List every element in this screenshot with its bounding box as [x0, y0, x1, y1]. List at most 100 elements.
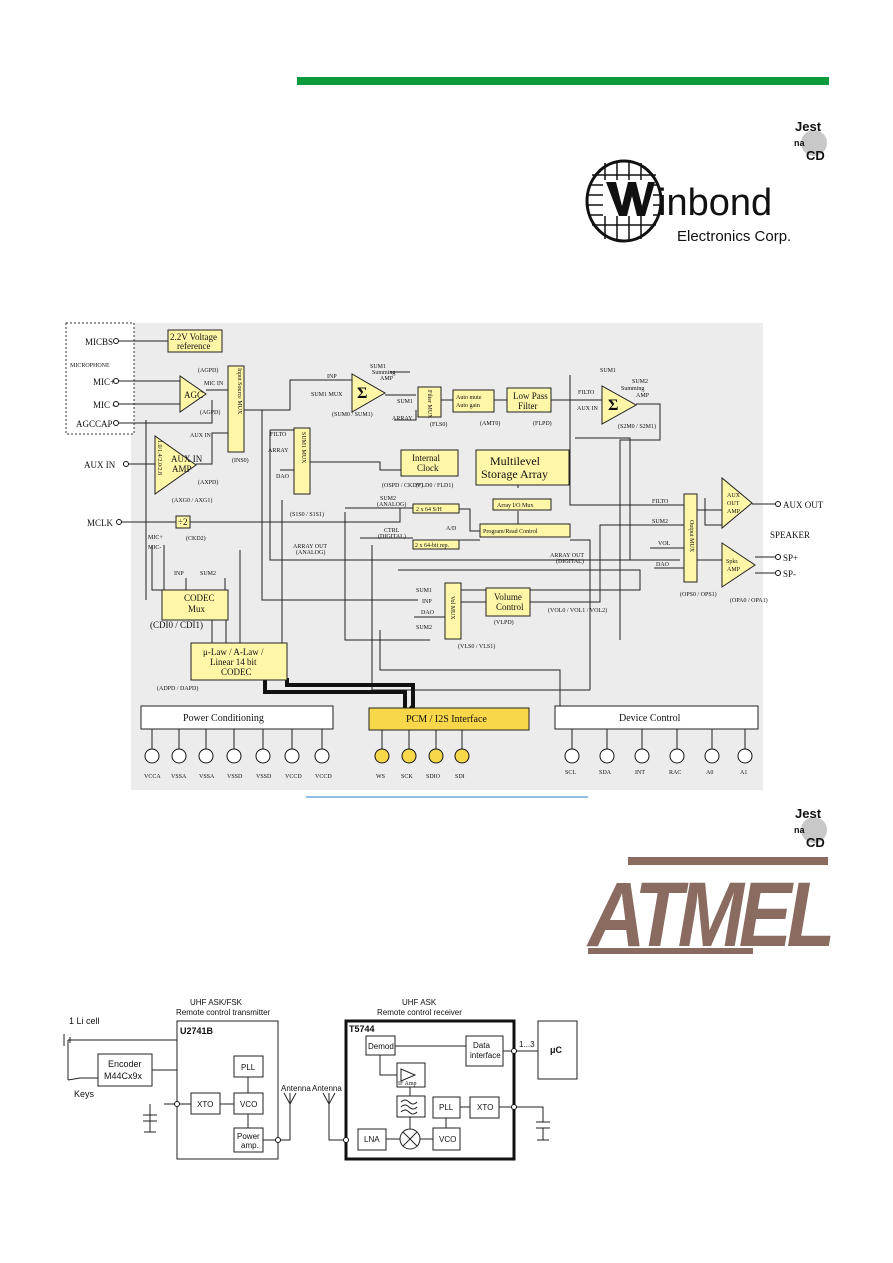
agc-agpd: (AGPD)	[200, 409, 220, 416]
lpf-label-2: Filter	[518, 401, 538, 411]
aux-out-amp	[721, 476, 753, 530]
rf-diagram	[63, 1019, 578, 1161]
spkr-label-2: AMP	[727, 567, 741, 573]
auxout-label-2: OUT	[727, 501, 740, 507]
aux-in-pin-label: AUX IN	[84, 460, 116, 470]
msa-label-1: Multilevel	[490, 454, 541, 468]
filter-mux-label: Filter MUX	[426, 390, 432, 419]
filto-label-3: FILTO	[652, 499, 669, 505]
pin-a0: A0	[706, 770, 713, 776]
output-mux-label: Output MUX	[688, 520, 694, 553]
rx-data-if-2: interface	[470, 1051, 501, 1060]
power-label: Power Conditioning	[183, 713, 264, 724]
sum1-top-label: SUM1	[600, 368, 616, 374]
volume-label-2: Control	[496, 602, 524, 612]
sum1-summing-amp	[351, 373, 387, 413]
aux-in-inner-label: AUX IN	[190, 433, 211, 439]
sum1mux-label: SUM1 MUX	[311, 392, 343, 398]
left-pins	[113, 338, 781, 576]
filto-label: FILTO	[578, 390, 595, 396]
speaker-label: SPEAKER	[770, 530, 810, 540]
antenna-label-2: Antenna	[312, 1084, 342, 1093]
rep-label: 2 x 64-bit rep.	[415, 543, 449, 549]
vol-mux-label: Vol MUX	[449, 596, 455, 620]
vol-mux	[444, 582, 462, 640]
rx-title-2: Remote control receiver	[377, 1008, 462, 1017]
pin-sda: SDA	[599, 770, 612, 776]
sum1-amp-label: SUM1	[370, 364, 386, 370]
li-cell-label: 1 Li cell	[69, 1016, 100, 1026]
svg-text:Electronics Corp.: Electronics Corp.	[677, 228, 791, 245]
axpd-label: (AXPD)	[198, 479, 218, 486]
clock-divider	[175, 515, 191, 529]
inp-label: INP	[327, 374, 337, 380]
codec-mux-label-2: Mux	[188, 604, 206, 614]
sigma-icon-2: Σ	[608, 397, 618, 414]
agc-label: AGC	[184, 390, 203, 400]
volume-label-1: Volume	[494, 592, 522, 602]
aux-in-amp	[154, 435, 197, 495]
amp-label-2: AMP	[636, 393, 650, 399]
sh-label: 2 x 64 S/H	[416, 507, 443, 513]
mic-in-label: MIC IN	[204, 381, 224, 387]
vref-label-2: reference	[177, 341, 210, 351]
bit-rep	[412, 539, 460, 550]
codec-sum2-label: SUM2	[200, 571, 216, 577]
opa-label: (OPA0 / OPA1)	[730, 597, 768, 604]
div2-label: ÷2	[178, 517, 187, 527]
intclock-label-2: Clock	[417, 463, 439, 473]
sp-minus-label: SP-	[783, 569, 796, 579]
insi-label: (INS0)	[232, 457, 249, 464]
microphone-label: MICROPHONE	[70, 363, 110, 369]
rx-bus-label: 1...3	[519, 1040, 535, 1049]
sp-plus-label: SP+	[783, 553, 798, 563]
device-pins	[564, 729, 753, 764]
array-out-label: ARRAY OUT	[293, 544, 327, 550]
keys-label: Keys	[74, 1089, 95, 1099]
amp-label: AMP	[380, 376, 394, 382]
internal-clock	[400, 449, 459, 477]
pcm-pins	[374, 730, 470, 764]
spkr-label-1: Spkr.	[726, 559, 739, 565]
tx-vco: VCO	[240, 1100, 257, 1109]
pin-rac: RAC	[669, 770, 681, 776]
mic-plus-label: MIC+	[93, 377, 115, 387]
flpd-label: (FLPD)	[533, 420, 552, 427]
auxout-label-1: AUX	[727, 493, 741, 499]
vref-label-1: 2.2V Voltage	[170, 332, 217, 342]
rx-lna: LNA	[364, 1135, 380, 1144]
ad-label: A/D	[446, 526, 457, 532]
u2741b-label: U2741B	[180, 1026, 214, 1036]
rx-title-1: UHF ASK	[402, 998, 437, 1007]
agccap-label: AGCCAP	[76, 419, 113, 429]
input-source-mux	[227, 365, 245, 453]
sum2-summing-amp	[601, 385, 638, 425]
array-io-mux	[492, 498, 552, 511]
auxamp-gain: 1.0/1.4/2.0/2.8	[156, 440, 162, 475]
svg-text:CD: CD	[806, 148, 825, 163]
s2m-label: (S2M0 / S2M1)	[618, 423, 656, 430]
sum2-label-3: SUM2	[652, 519, 668, 525]
pin-scl: SCL	[565, 770, 576, 776]
low-pass-filter	[506, 387, 552, 413]
dao-label-2: DAO	[656, 562, 670, 568]
tx-pll: PLL	[241, 1063, 256, 1072]
vol-bits-label: (VOL0 / VOL1 / VOL2)	[548, 607, 607, 614]
pin-sck: SCK	[401, 774, 413, 780]
pin-vssa-1: VSSA	[171, 774, 187, 780]
ckd2-label: (CKD2)	[186, 535, 206, 542]
auto-mute-block	[452, 389, 495, 413]
s1s-label: (S1S0 / S1S1)	[290, 511, 324, 518]
rx-data-if-1: Data	[473, 1041, 490, 1050]
array-label-2: ARRAY	[268, 448, 289, 454]
vls-label: (VLS0 / VLS1)	[458, 643, 495, 650]
winbond-logo: inbond Electronics Corp.	[585, 159, 791, 245]
array-io-label: Array I/O Mux	[497, 503, 533, 509]
vol-sum1-label: SUM1	[416, 588, 432, 594]
pin-vccd-2: VCCD	[315, 774, 332, 780]
fld-label: (FLD0 / FLD1)	[416, 482, 453, 489]
codec-label-1: μ-Law / A-Law /	[203, 647, 264, 657]
tx-power-2: amp.	[241, 1141, 259, 1150]
micbs-label: MICBS	[85, 337, 113, 347]
digital-label: (DIGITAL)	[378, 533, 406, 540]
